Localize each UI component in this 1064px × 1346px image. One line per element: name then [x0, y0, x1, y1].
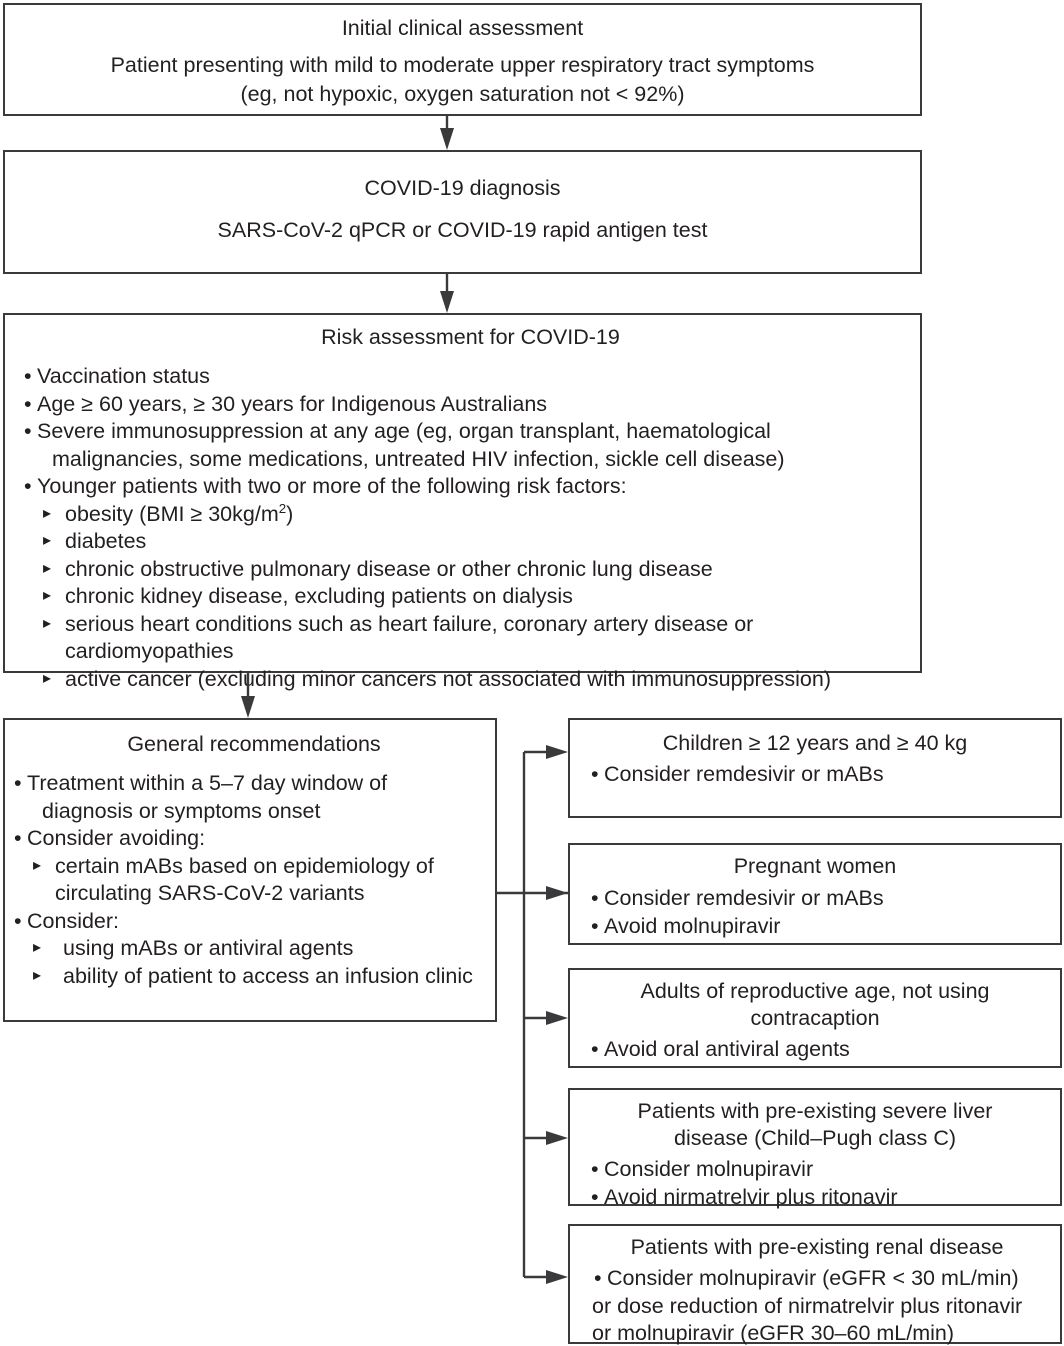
- node-children: Children ≥ 12 years and ≥ 40 kg Consider…: [568, 718, 1062, 818]
- node-title: General recommendations: [127, 732, 381, 756]
- reproductive-bullet-list: Avoid oral antiviral agents: [604, 1036, 1050, 1064]
- list-item: Age ≥ 60 years, ≥ 30 years for Indigenou…: [37, 391, 904, 419]
- list-item: Consider:: [27, 908, 481, 936]
- node-risk-assessment: Risk assessment for COVID-19 Vaccination…: [3, 313, 922, 692]
- node-title: COVID-19 diagnosis: [364, 176, 561, 200]
- arrow-to-pregnant-women: [546, 886, 568, 900]
- list-item: obesity (BMI ≥ 30kg/m2): [37, 500, 904, 529]
- node-title: Risk assessment for COVID-19: [321, 325, 620, 349]
- recommendation-sublist-consider: using mABs or antiviral agents ability o…: [27, 934, 481, 991]
- node-body: SARS-CoV-2 qPCR or COVID-19 rapid antige…: [217, 218, 708, 242]
- list-item: Severe immunosuppression at any age (eg,…: [37, 418, 852, 473]
- renal-bullet-continuation: or dose reduction of nirmatrelvir plus r…: [592, 1293, 1023, 1346]
- recommendation-list-consider: Consider:: [27, 908, 481, 936]
- list-item: active cancer (excluding minor cancers n…: [37, 665, 904, 694]
- node-adults-reproductive-age: Adults of reproductive age, not using co…: [568, 968, 1062, 1068]
- arrow-to-children: [524, 745, 568, 759]
- node-title: Patients with pre-existing renal disease: [630, 1235, 1004, 1259]
- list-item: diabetes: [37, 527, 904, 556]
- renal-bullet-first-line: Consider molnupiravir (eGFR < 30 mL/min): [607, 1266, 1019, 1290]
- node-body: Patient presenting with mild to moderate…: [110, 53, 815, 106]
- recommendation-list: Treatment within a 5–7 day window of dia…: [27, 770, 481, 853]
- node-initial-clinical-assessment: Initial clinical assessment Patient pres…: [3, 3, 922, 116]
- list-item: using mABs or antiviral agents: [27, 934, 481, 963]
- list-item: Avoid nirmatrelvir plus ritonavir: [604, 1184, 1050, 1212]
- list-item: serious heart conditions such as heart f…: [37, 610, 835, 666]
- node-title: Patients with pre-existing severe liver …: [637, 1099, 993, 1150]
- node-title: Initial clinical assessment: [341, 16, 584, 40]
- list-item: chronic kidney disease, excluding patien…: [37, 582, 904, 611]
- pregnant-bullet-list: Consider remdesivir or mABs Avoid molnup…: [604, 885, 1050, 940]
- renal-bullet-list: Consider molnupiravir (eGFR < 30 mL/min)…: [592, 1265, 1052, 1346]
- arrow-diagnosis-to-risk: [440, 274, 454, 313]
- list-item: Treatment within a 5–7 day window of dia…: [27, 770, 481, 825]
- liver-bullet-list: Consider molnupiravir Avoid nirmatrelvir…: [604, 1156, 1050, 1211]
- list-item: certain mABs based on epidemiology of ci…: [27, 852, 481, 908]
- list-item: Consider avoiding:: [27, 825, 481, 853]
- node-pregnant-women: Pregnant women Consider remdesivir or mA…: [568, 843, 1062, 945]
- list-item: Avoid molnupiravir: [604, 913, 1050, 941]
- arrow-to-liver-disease: [524, 1131, 568, 1145]
- list-item: Consider remdesivir or mABs: [604, 885, 1050, 913]
- node-liver-disease: Patients with pre-existing severe liver …: [568, 1088, 1062, 1209]
- risk-bullet-list: Vaccination status Age ≥ 60 years, ≥ 30 …: [37, 363, 904, 501]
- children-bullet-list: Consider remdesivir or mABs: [604, 761, 1050, 789]
- list-item: ability of patient to access an infusion…: [27, 962, 481, 991]
- list-item: chronic obstructive pulmonary disease or…: [37, 555, 904, 584]
- node-covid-19-diagnosis: COVID-19 diagnosis SARS-CoV-2 qPCR or CO…: [3, 150, 922, 274]
- node-renal-disease: Patients with pre-existing renal disease…: [568, 1224, 1062, 1346]
- list-item: Avoid oral antiviral agents: [604, 1036, 1050, 1064]
- list-item: Vaccination status: [37, 363, 904, 391]
- obesity-suffix: ): [286, 501, 294, 526]
- superscript-2: 2: [278, 500, 287, 516]
- list-item: Consider remdesivir or mABs: [604, 761, 1050, 789]
- node-general-recommendations: General recommendations Treatment within…: [3, 718, 497, 1022]
- list-item: Consider molnupiravir (eGFR < 30 mL/min): [592, 1265, 1052, 1293]
- node-title: Pregnant women: [733, 854, 897, 878]
- node-title: Children ≥ 12 years and ≥ 40 kg: [662, 731, 968, 755]
- arrow-to-renal-disease: [524, 1270, 568, 1284]
- list-item: Consider molnupiravir: [604, 1156, 1050, 1184]
- node-title: Adults of reproductive age, not using co…: [640, 979, 990, 1030]
- list-item: Younger patients with two or more of the…: [37, 473, 904, 501]
- recommendation-sublist-avoiding: certain mABs based on epidemiology of ci…: [27, 852, 481, 908]
- risk-factor-list: obesity (BMI ≥ 30kg/m2) diabetes chronic…: [37, 500, 904, 694]
- arrow-to-reproductive-age: [524, 1011, 568, 1025]
- arrow-assessment-to-diagnosis: [440, 116, 454, 150]
- risk-factor-obesity-text: obesity (BMI ≥ 30kg/m: [65, 501, 279, 526]
